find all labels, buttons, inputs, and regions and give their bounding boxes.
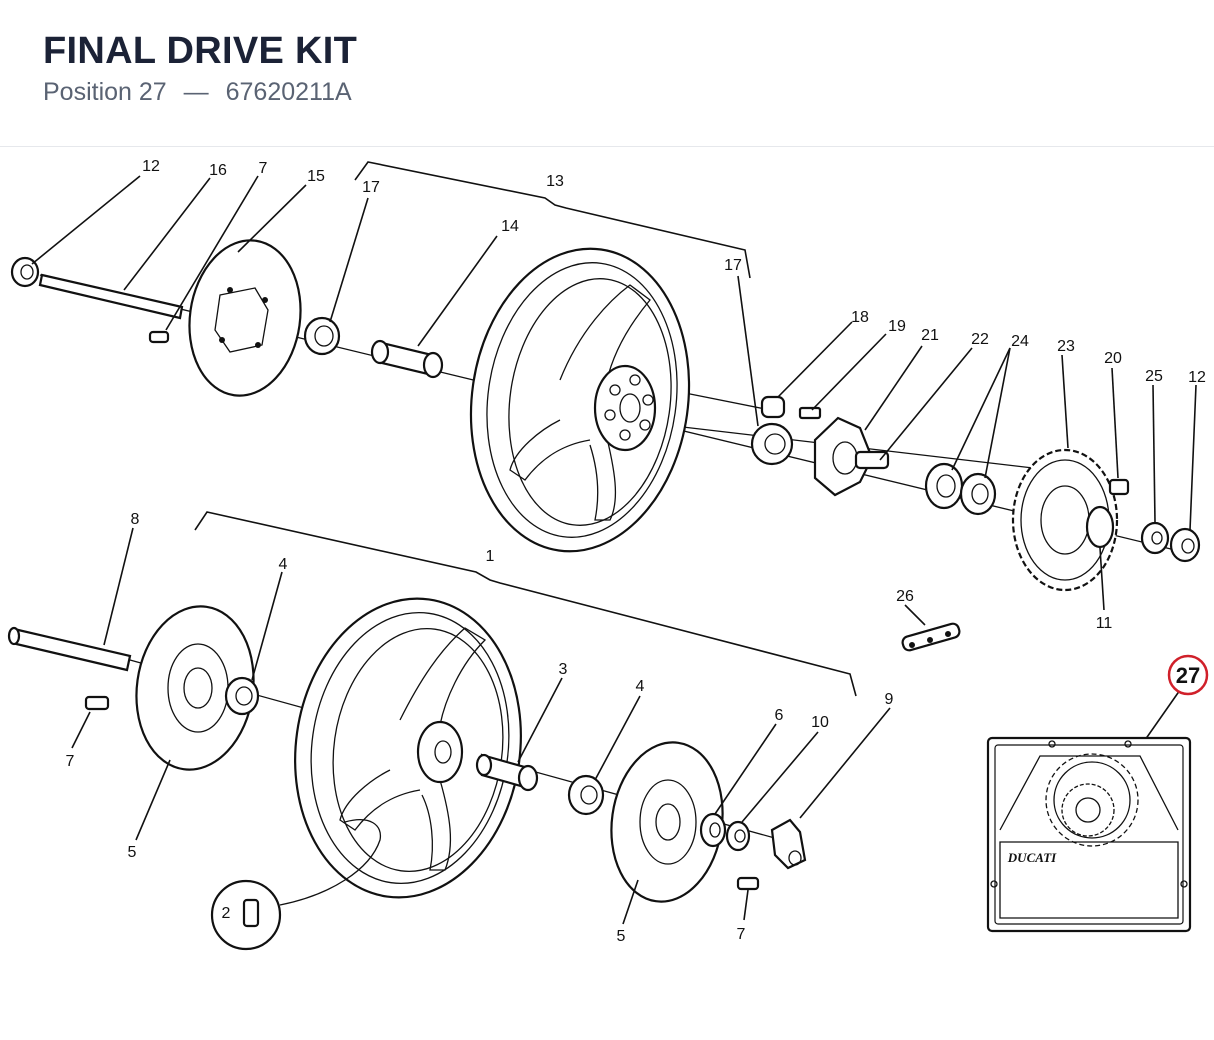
final-drive-kit-inset[interactable]: DUCATI xyxy=(986,736,1192,933)
label-12: 12 xyxy=(1188,369,1206,386)
page-subtitle: Position 27 — 67620211A xyxy=(43,78,362,107)
label-23: 23 xyxy=(1057,338,1075,355)
bracket-13 xyxy=(354,161,751,279)
label-8: 8 xyxy=(131,511,140,528)
label-13: 13 xyxy=(546,173,564,190)
part-17-bearing-left[interactable] xyxy=(303,316,341,356)
part-labels: 12 16 7 15 17 13 14 17 18 19 21 22 24 23… xyxy=(66,158,1206,945)
part-11-circlip[interactable] xyxy=(1085,505,1115,549)
page-title: FINAL DRIVE KIT xyxy=(43,30,358,72)
part-22-bearing[interactable] xyxy=(924,462,964,510)
label-6: 6 xyxy=(775,707,784,724)
label-5: 5 xyxy=(128,844,137,861)
rear-wheel[interactable] xyxy=(452,234,708,565)
label-20: 20 xyxy=(1104,350,1122,367)
callout-27-number: 27 xyxy=(1176,663,1200,688)
part-18-bush[interactable] xyxy=(760,395,786,419)
label-4: 4 xyxy=(279,556,288,573)
label-25: 25 xyxy=(1145,368,1163,385)
part-4-bearing-right[interactable] xyxy=(567,774,605,816)
label-21: 21 xyxy=(921,327,939,344)
page-header: FINAL DRIVE KIT Position 27 — 67620211A xyxy=(0,0,1214,147)
part-12-nut-left[interactable] xyxy=(10,256,40,288)
part-19-stud[interactable] xyxy=(798,406,822,420)
part-9-speedometer-drive[interactable] xyxy=(770,818,807,870)
label-17: 17 xyxy=(362,179,380,196)
label-17: 17 xyxy=(724,257,742,274)
label-7: 7 xyxy=(737,926,746,943)
part-14-spacer[interactable] xyxy=(370,339,444,379)
label-1: 1 xyxy=(486,548,495,565)
label-19: 19 xyxy=(888,318,906,335)
part-12-nut-right[interactable] xyxy=(1169,527,1201,563)
label-22: 22 xyxy=(971,331,989,348)
bracket-1 xyxy=(194,511,857,697)
part-10-washer[interactable] xyxy=(725,820,751,852)
label-7: 7 xyxy=(259,160,268,177)
part-3-spacer[interactable] xyxy=(475,753,539,792)
front-wheel[interactable] xyxy=(276,584,540,912)
part-15-rear-brake-disc[interactable] xyxy=(180,233,311,403)
position-label: Position 27 xyxy=(43,78,167,106)
label-3: 3 xyxy=(559,661,568,678)
part-24-bearing[interactable] xyxy=(959,472,997,516)
label-11: 11 xyxy=(1096,615,1113,632)
label-7: 7 xyxy=(66,753,75,770)
part-7-bolt-right[interactable] xyxy=(736,876,760,891)
label-5: 5 xyxy=(617,928,626,945)
callout-27-circle xyxy=(1167,654,1209,696)
label-12: 12 xyxy=(142,158,160,175)
label-10: 10 xyxy=(811,714,829,731)
part-8-front-axle[interactable] xyxy=(7,626,132,672)
part-7-bolt[interactable] xyxy=(148,330,170,344)
part-17-bearing-right[interactable] xyxy=(750,422,794,466)
label-4: 4 xyxy=(636,678,645,695)
leader-lines xyxy=(31,175,1197,925)
label-9: 9 xyxy=(885,691,894,708)
part-26-chain-link[interactable] xyxy=(901,622,961,652)
exploded-parts-diagram: 12 16 7 15 17 13 14 17 18 19 21 22 24 23… xyxy=(7,158,1209,951)
inset-brand-text: DUCATI xyxy=(1007,850,1057,865)
title-separator: — xyxy=(183,78,209,106)
label-24: 24 xyxy=(1011,333,1029,350)
label-26: 26 xyxy=(896,588,914,605)
part-25-washer[interactable] xyxy=(1140,521,1170,555)
label-15: 15 xyxy=(307,168,325,185)
callout-27[interactable]: 27 xyxy=(1167,654,1209,696)
label-14: 14 xyxy=(501,218,519,235)
part-2-valve[interactable] xyxy=(210,819,382,951)
part-16-rear-axle[interactable] xyxy=(38,273,184,320)
label-2: 2 xyxy=(222,905,231,922)
part-4-bearing-left[interactable] xyxy=(224,676,260,716)
part-6-seal[interactable] xyxy=(699,812,727,848)
label-18: 18 xyxy=(851,309,869,326)
part-20-nut[interactable] xyxy=(1108,478,1130,496)
part-number: 67620211A xyxy=(225,78,352,106)
label-16: 16 xyxy=(209,162,227,179)
part-21-sprocket-flange[interactable] xyxy=(813,416,890,497)
part-7-bolt-left[interactable] xyxy=(84,695,110,711)
